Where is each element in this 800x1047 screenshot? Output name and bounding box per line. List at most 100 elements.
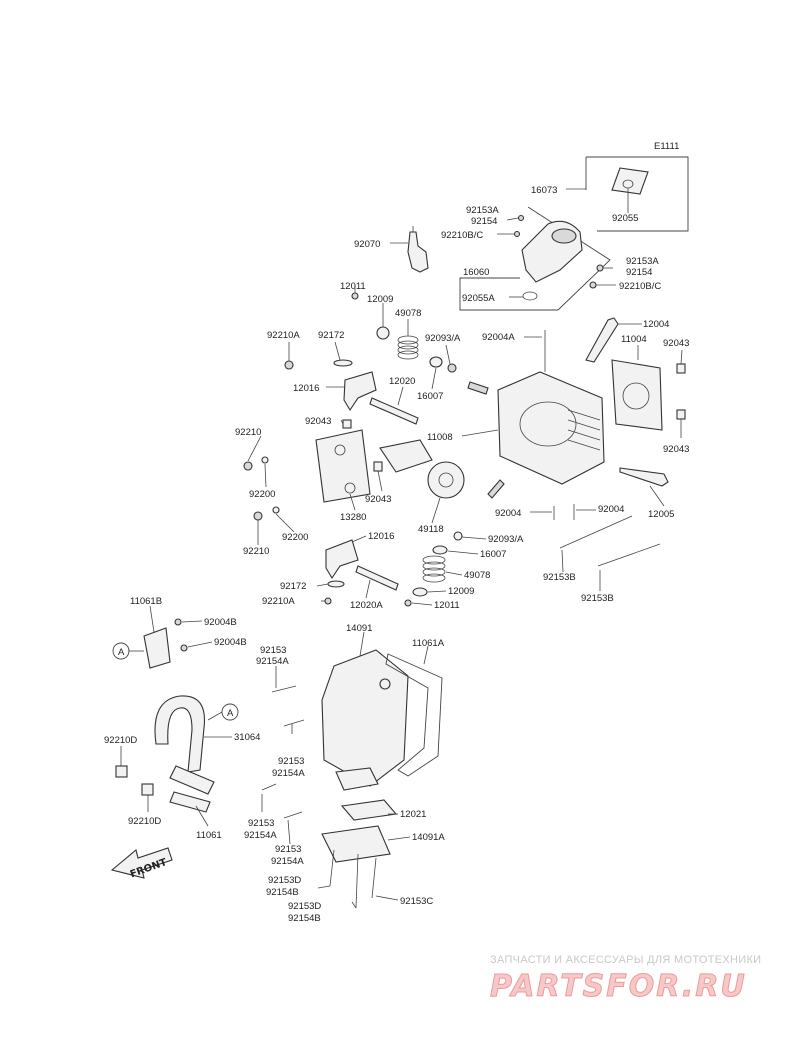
label-92210A-1: 92210A [267, 330, 300, 341]
gasket-11004 [611, 359, 663, 431]
label-92154A-1: 92154A [256, 656, 289, 667]
label-92154A-2: 92154A [272, 768, 305, 779]
label-92153-1: 92153 [260, 645, 286, 656]
label-92172-2: 92172 [280, 581, 306, 592]
intake-pipe-16060 [521, 220, 583, 283]
label-11004: 11004 [621, 334, 647, 345]
label-49078-1: 49078 [395, 308, 421, 319]
label-92210BC-2: 92210B/C [619, 281, 661, 292]
label-12011-1: 12011 [340, 281, 366, 292]
label-92153B-2: 92153B [581, 593, 614, 604]
label-92004-1: 92004 [495, 508, 521, 519]
label-92093A-2: 92093/A [488, 534, 524, 545]
label-92153-3: 92153 [248, 818, 274, 829]
label-92210D-1: 92210D [104, 735, 137, 746]
valve-spring-49078 [397, 335, 419, 360]
label-92200-1: 92200 [249, 489, 275, 500]
label-11008: 11008 [427, 432, 453, 443]
label-12016-1: 12016 [293, 383, 319, 394]
label-92153A-2: 92153A [626, 256, 659, 267]
label-12020: 12020 [389, 376, 415, 387]
label-12005: 12005 [648, 509, 674, 520]
cover-14091A [321, 825, 391, 863]
label-92210-2: 92210 [243, 546, 269, 557]
label-92154A-3: 92154A [244, 830, 277, 841]
watermark-tagline: ЗАПЧАСТИ И АКСЕССУАРЫ ДЛЯ МОТОТЕХНИКИ [490, 954, 761, 966]
head-cover-14091 [321, 649, 409, 787]
label-11061B: 11061B [130, 596, 162, 607]
label-92153D-2: 92153D [288, 901, 321, 912]
label-92154-1: 92154 [471, 216, 497, 227]
label-92153-2: 92153 [278, 756, 304, 767]
label-92154B-1: 92154B [266, 887, 299, 898]
label-16060: 16060 [463, 267, 489, 278]
watermark-logo: PARTSFOR.RU [490, 969, 747, 1004]
label-13280: 13280 [340, 512, 366, 523]
valve-spring-49078-lower [422, 555, 446, 583]
label-14091A: 14091A [412, 832, 445, 843]
label-92004A: 92004A [482, 332, 515, 343]
label-92004-2: 92004 [598, 504, 624, 515]
rocker-arm-12016 [343, 371, 377, 412]
label-12004: 12004 [643, 319, 669, 330]
label-92043-4: 92043 [365, 494, 391, 505]
label-92200-2: 92200 [282, 532, 308, 543]
label-92210A-2: 92210A [262, 596, 295, 607]
label-92070: 92070 [354, 239, 380, 250]
label-12021: 12021 [400, 809, 426, 820]
inset-box-16073 [586, 156, 689, 232]
label-92093A-1: 92093/A [425, 333, 461, 344]
label-92154A-4: 92154A [271, 856, 304, 867]
label-92153B-1: 92153B [543, 572, 576, 583]
label-92004B-1: 92004B [204, 617, 237, 628]
rocker-shaft-12020A [355, 565, 399, 591]
gasket-16073 [611, 167, 649, 195]
bracket-31064 [154, 695, 206, 773]
cover-plate-11061B [143, 627, 171, 669]
inset-box-16060 [459, 206, 611, 311]
camshaft-49118 [379, 439, 433, 473]
label-16007-2: 16007 [480, 549, 506, 560]
valve-12004 [585, 317, 619, 363]
label-16073: 16073 [531, 185, 557, 196]
gasket-11061A [385, 653, 443, 777]
label-92210D-2: 92210D [128, 816, 161, 827]
label-92055: 92055 [612, 213, 638, 224]
callout-circle-a-label: A [118, 647, 125, 658]
bolts [261, 685, 377, 909]
rocker-arm-12016-lower [325, 539, 359, 580]
label-92153-4: 92153 [275, 844, 301, 855]
label-49118: 49118 [418, 524, 444, 535]
leader-lines [120, 188, 683, 909]
label-12016-2: 12016 [368, 531, 394, 542]
label-14091: 14091 [346, 623, 372, 634]
front-arrow [110, 847, 173, 879]
label-92153C: 92153C [400, 896, 433, 907]
label-12009-2: 12009 [448, 586, 474, 597]
label-11061: 11061 [196, 830, 222, 841]
label-92172-1: 92172 [318, 330, 344, 341]
cylinder-head-11008 [497, 371, 605, 485]
label-12020A: 12020A [350, 600, 383, 611]
part-labels: 16073 92055 92153A 92154 92210B/C 92070 … [104, 185, 689, 924]
gasket-11061 [169, 791, 211, 813]
label-12009-1: 12009 [367, 294, 393, 305]
valve-12005 [619, 467, 669, 487]
label-92055A: 92055A [462, 293, 495, 304]
label-92154B-2: 92154B [288, 913, 321, 924]
spark-plug-92070 [407, 231, 429, 273]
label-92153D-1: 92153D [268, 875, 301, 886]
label-92154-2: 92154 [626, 267, 652, 278]
label-92043-1: 92043 [663, 338, 689, 349]
label-16007-1: 16007 [417, 391, 443, 402]
label-12011-2: 12011 [434, 600, 460, 611]
diagram-code: E1111 [654, 141, 679, 152]
label-92153A-1: 92153A [466, 205, 499, 216]
label-49078-2: 49078 [464, 570, 490, 581]
rocker-holder-13280 [315, 429, 371, 503]
label-92004B-2: 92004B [214, 637, 247, 648]
label-11061A: 11061A [412, 638, 445, 649]
label-92043-3: 92043 [663, 444, 689, 455]
cover-12021 [340, 799, 398, 821]
